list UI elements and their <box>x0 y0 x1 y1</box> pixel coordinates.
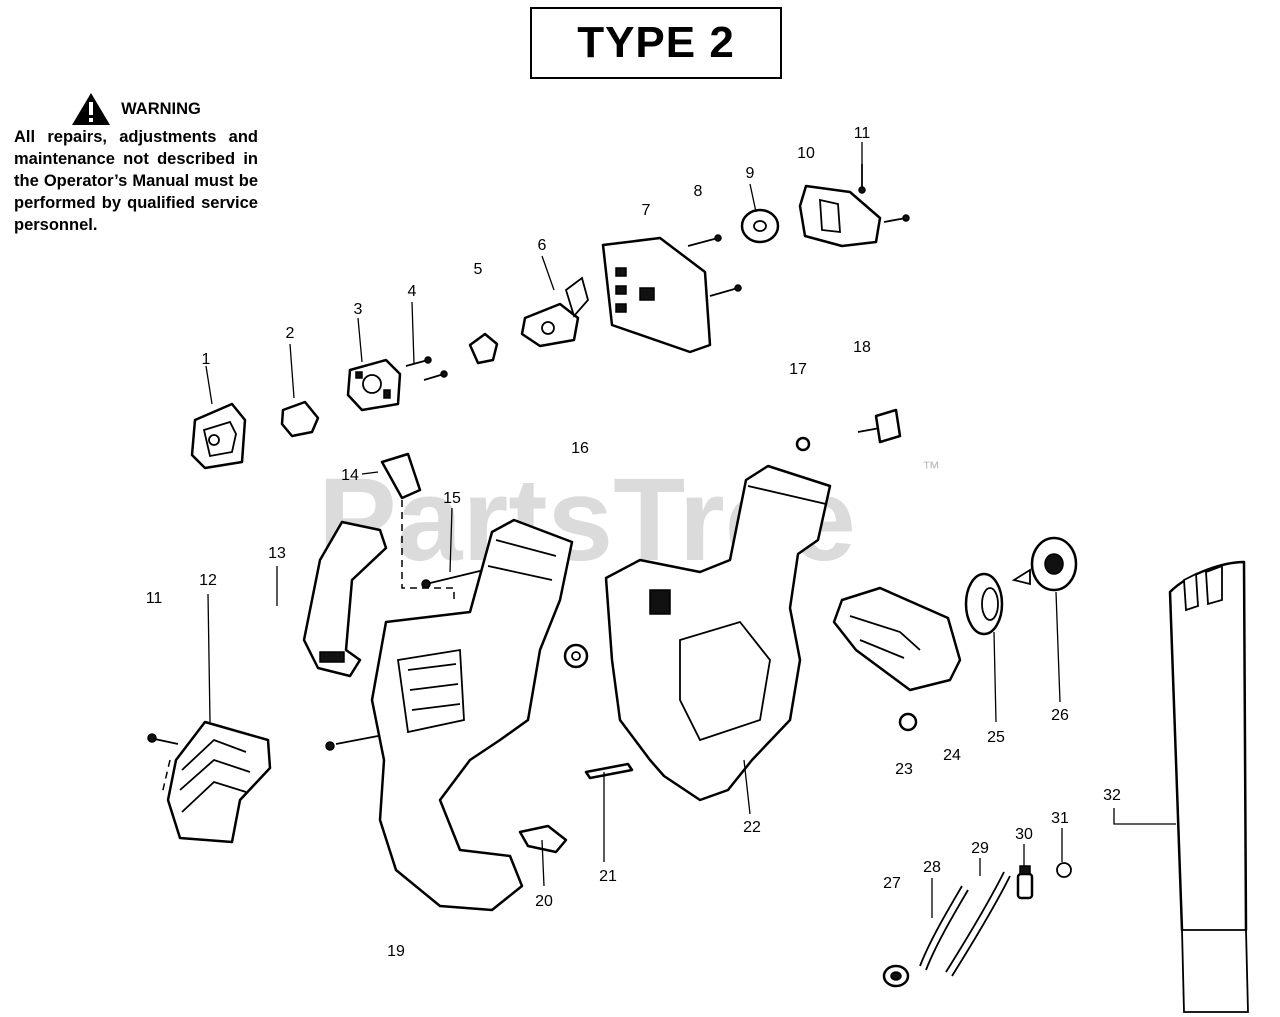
part-32-blower-tube <box>1168 560 1249 1013</box>
callout-18: 18 <box>853 339 871 356</box>
part-29-tube <box>945 871 1011 977</box>
callout-11-lower: 11 <box>146 590 163 607</box>
callout-27: 27 <box>883 875 901 892</box>
warning-header: WARNING <box>14 92 258 126</box>
callout-7: 7 <box>642 202 651 219</box>
callout-29: 29 <box>971 840 989 857</box>
warning-body: All repairs, adjustments and maintenance… <box>14 128 258 234</box>
callout-3: 3 <box>354 301 363 318</box>
part-11-lower-screw <box>147 733 179 795</box>
diagram-title: TYPE 2 <box>530 7 782 79</box>
part-13-handle <box>302 520 388 678</box>
part-21-pin <box>584 762 634 780</box>
callout-22: 22 <box>743 819 761 836</box>
callout-2: 2 <box>286 325 295 342</box>
part-24-inlet-shroud <box>832 586 962 692</box>
callout-11-upper: 11 <box>854 125 871 142</box>
watermark-trademark: ™ <box>922 458 940 478</box>
part-25-seal <box>964 572 1004 636</box>
callout-13: 13 <box>268 545 286 562</box>
part-22-housing-right <box>604 464 832 802</box>
callout-6: 6 <box>538 237 547 254</box>
callout-5: 5 <box>474 261 483 278</box>
part-20-clip <box>518 824 568 854</box>
part-9-filter <box>740 208 780 244</box>
part-16-bushing <box>563 643 589 669</box>
leader-lines <box>205 142 1176 918</box>
part-27-washer <box>882 964 910 988</box>
callout-26: 26 <box>1051 707 1069 724</box>
callout-17: 17 <box>789 361 807 378</box>
part-11-screws <box>858 164 910 223</box>
part-1-gasket <box>190 402 247 470</box>
part-10-cover <box>798 184 882 248</box>
warning-heading: WARNING <box>121 100 201 118</box>
warning-notice: WARNING All repairs, adjustments and mai… <box>14 92 258 236</box>
part-2-fitting <box>280 400 320 438</box>
part-12-cover <box>166 720 272 844</box>
part-4-screws <box>405 356 448 381</box>
callout-15: 15 <box>443 490 461 507</box>
warning-icon <box>72 93 111 125</box>
callout-19: 19 <box>387 943 405 960</box>
callout-24: 24 <box>943 747 961 764</box>
callout-30: 30 <box>1015 826 1033 843</box>
part-5-gasket <box>468 332 499 365</box>
part-8-screws <box>687 234 742 297</box>
part-3-carburetor <box>346 358 402 412</box>
part-6-intake <box>520 276 589 348</box>
part-31-grommet <box>1056 862 1072 878</box>
part-18-knob <box>857 408 902 444</box>
part-23-clip <box>898 712 918 732</box>
callout-14: 14 <box>341 467 359 484</box>
part-30-valve <box>1016 865 1034 900</box>
callout-21: 21 <box>599 868 617 885</box>
callout-12: 12 <box>199 572 217 589</box>
callout-20: 20 <box>535 893 553 910</box>
part-17-nut <box>795 436 811 452</box>
part-26-impeller <box>1011 536 1078 592</box>
part-28-tube <box>919 885 969 971</box>
part-7-air-box <box>601 236 712 354</box>
callout-32: 32 <box>1103 787 1121 804</box>
callout-16: 16 <box>571 440 589 457</box>
callout-4: 4 <box>408 283 417 300</box>
callout-9: 9 <box>746 165 755 182</box>
callout-10: 10 <box>797 145 815 162</box>
callout-1: 1 <box>202 351 211 368</box>
callout-8: 8 <box>694 183 703 200</box>
callout-23: 23 <box>895 761 913 778</box>
part-15-screw <box>421 569 485 589</box>
callout-28: 28 <box>923 859 941 876</box>
callout-31: 31 <box>1051 810 1069 827</box>
callout-25: 25 <box>987 729 1005 746</box>
part-19-housing-left <box>325 518 574 912</box>
